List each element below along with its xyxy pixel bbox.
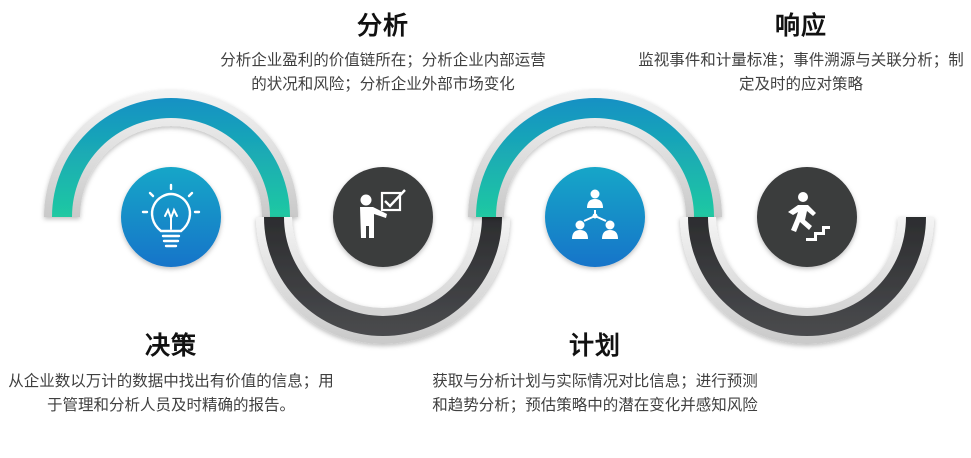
presenter-icon xyxy=(360,189,406,238)
lightbulb-icon xyxy=(141,183,201,248)
step-1-description: 从企业数以万计的数据中找出有价值的信息；用于管理和分析人员及时精确的报告。 xyxy=(8,372,334,414)
step-2-circle xyxy=(333,167,433,267)
step-4-circle xyxy=(757,167,857,267)
step-3-description: 获取与分析计划与实际情况对比信息；进行预测和趋势分析；预估策略中的潜在变化并感知… xyxy=(432,372,758,414)
step-3-title: 计划 xyxy=(568,331,621,360)
org-chart-icon xyxy=(572,189,618,239)
arc-segment-1 xyxy=(44,90,298,217)
step-2-description: 分析企业盈利的价值链所在；分析企业内部运营的状况和风险；分析企业外部市场变化 xyxy=(220,51,546,93)
step-4-title: 响应 xyxy=(774,11,827,40)
step-1-circle xyxy=(121,167,221,267)
arc-segment-2 xyxy=(256,217,510,344)
step-1-title: 决策 xyxy=(144,331,197,360)
step-2-title: 分析 xyxy=(356,11,409,40)
running-stairs-icon xyxy=(788,192,830,241)
arc-segment-3 xyxy=(468,90,722,217)
step-3-circle xyxy=(545,167,645,267)
step-4-description: 监视事件和计量标准；事件溯源与关联分析；制定及时的应对策略 xyxy=(638,51,964,93)
arc-segment-4 xyxy=(680,217,934,344)
